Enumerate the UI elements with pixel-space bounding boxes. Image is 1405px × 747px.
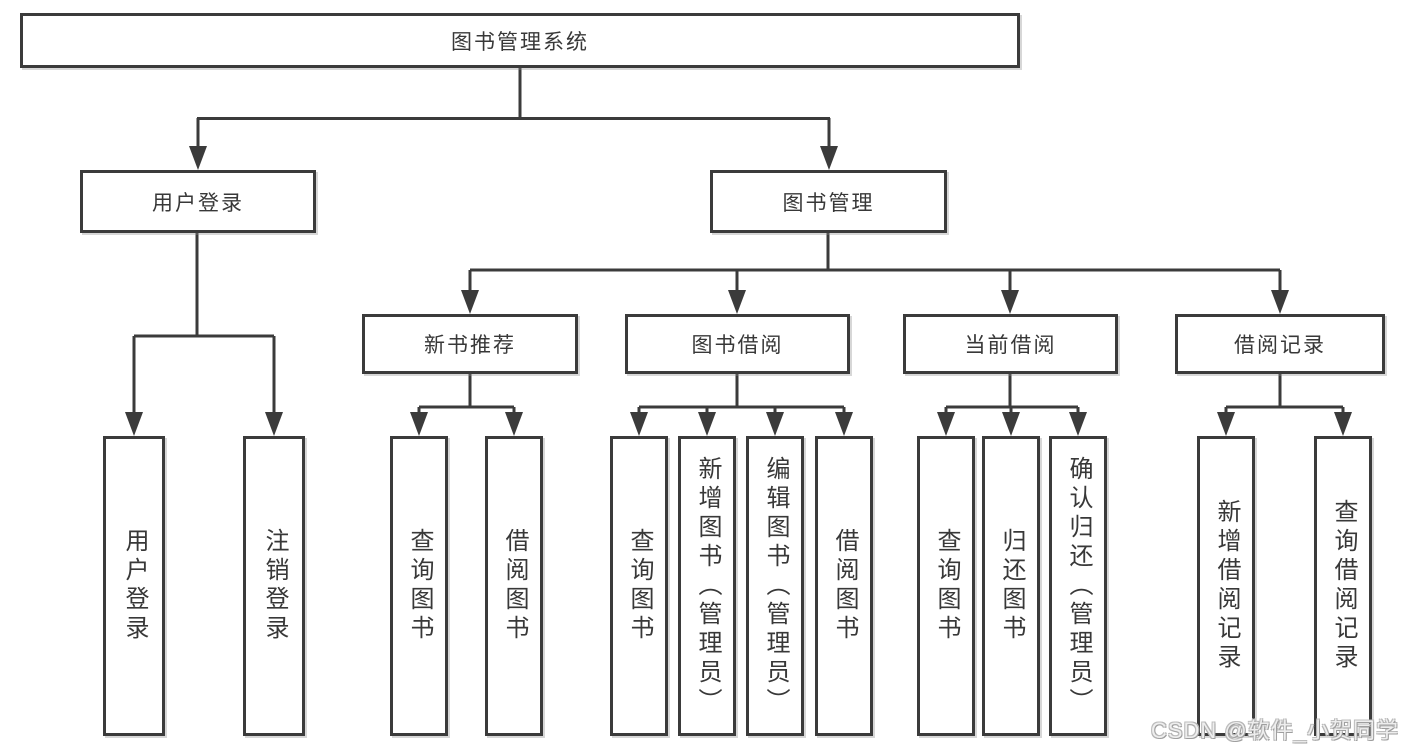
leaf-query-books-borrowing: 查询图书: [610, 436, 668, 736]
arrowhead: [1069, 412, 1087, 436]
arrowhead: [265, 412, 283, 436]
arrowhead: [1271, 290, 1289, 314]
leaf-label: 查询图书: [626, 528, 653, 644]
leaf-label: 新增借阅记录: [1213, 499, 1240, 673]
leaf-borrow-books-borrowing: 借阅图书: [815, 436, 873, 736]
leaf-label: 新增图书（管理员）: [694, 455, 721, 717]
arrowhead: [766, 412, 784, 436]
arrowhead: [125, 412, 143, 436]
leaf-label: 编辑图书（管理员）: [762, 455, 789, 717]
leaf-label: 查询图书: [406, 528, 433, 644]
leaf-label: 借阅图书: [501, 528, 528, 644]
arrowhead: [1217, 412, 1235, 436]
leaf-label: 确认归还（管理员）: [1065, 455, 1092, 717]
node-borrowing-records: 借阅记录: [1175, 314, 1385, 374]
node-current-borrowing: 当前借阅: [903, 314, 1118, 374]
leaf-label: 用户登录: [121, 528, 148, 644]
arrowhead: [189, 146, 207, 170]
leaf-edit-books-admin: 编辑图书（管理员）: [746, 436, 804, 736]
connector-user-login-to-leaves: [125, 233, 283, 436]
node-user-login: 用户登录: [80, 170, 316, 233]
arrowhead: [835, 412, 853, 436]
leaf-label: 借阅图书: [831, 528, 858, 644]
arrowhead: [820, 146, 838, 170]
node-book-management: 图书管理: [710, 170, 947, 233]
leaf-logout: 注销登录: [243, 436, 305, 736]
leaf-query-books-newbook: 查询图书: [390, 436, 448, 736]
arrowhead: [505, 412, 523, 436]
arrowhead: [698, 412, 716, 436]
arrowhead: [1001, 290, 1019, 314]
leaf-borrow-books-newbook: 借阅图书: [485, 436, 543, 736]
node-book-management-system: 图书管理系统: [20, 13, 1020, 68]
leaf-return-books: 归还图书: [982, 436, 1040, 736]
arrowhead: [1334, 412, 1352, 436]
leaf-label: 查询图书: [933, 528, 960, 644]
arrowhead: [1002, 412, 1020, 436]
leaf-add-books-admin: 新增图书（管理员）: [678, 436, 736, 736]
connector-book-mgmt-to-level3: [461, 233, 1289, 314]
leaf-add-borrow-record: 新增借阅记录: [1197, 436, 1255, 736]
connector-book-borrow-to-leaves: [630, 374, 853, 436]
arrowhead: [410, 412, 428, 436]
leaf-label: 查询借阅记录: [1330, 499, 1357, 673]
connector-current-borrow-to-leaves: [937, 374, 1087, 436]
leaf-user-login: 用户登录: [103, 436, 165, 736]
connector-root-to-level2: [189, 68, 838, 170]
connector-borrow-record-to-leaves: [1217, 374, 1352, 436]
leaf-query-books-current: 查询图书: [917, 436, 975, 736]
csdn-watermark: CSDN @软件_小贺同学: [1150, 718, 1399, 743]
arrowhead: [937, 412, 955, 436]
node-book-borrowing: 图书借阅: [625, 314, 850, 374]
leaf-query-borrow-record: 查询借阅记录: [1314, 436, 1372, 736]
arrowhead: [630, 412, 648, 436]
arrowhead: [461, 290, 479, 314]
connector-new-book-to-leaves: [410, 374, 523, 436]
node-new-book-recommend: 新书推荐: [362, 314, 578, 374]
leaf-label: 注销登录: [261, 528, 288, 644]
leaf-confirm-return-admin: 确认归还（管理员）: [1049, 436, 1107, 736]
leaf-label: 归还图书: [998, 528, 1025, 644]
arrowhead: [728, 290, 746, 314]
